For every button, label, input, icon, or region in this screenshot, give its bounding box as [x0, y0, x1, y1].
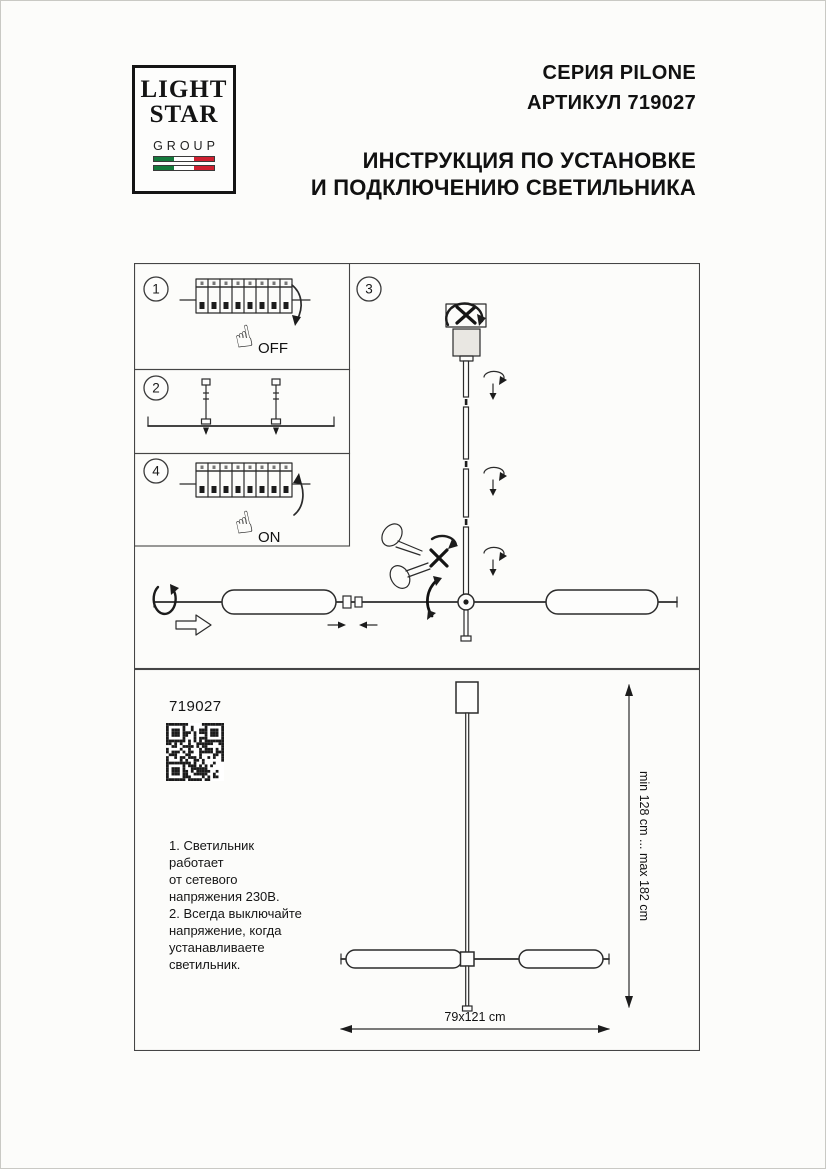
note-line: напряжение, когда: [169, 923, 282, 938]
note-line: устанавливаете: [169, 940, 265, 955]
mounting-bracket-diagram: [147, 378, 335, 435]
qr-modules: [166, 723, 224, 781]
step1-badge: 1: [143, 276, 169, 302]
product-article: 719027: [169, 698, 222, 715]
instruction-title-line2: И ПОДКЛЮЧЕНИЮ СВЕТИЛЬНИКА: [310, 175, 696, 200]
article-title: АРТИКУЛ 719027: [526, 92, 696, 114]
width-dimension: 79x121 cm: [340, 1010, 610, 1033]
step2-badge: 2: [143, 375, 169, 401]
instruction-title-line1: ИНСТРУКЦИЯ ПО УСТАНОВКЕ: [362, 148, 696, 173]
logo-word-group: GROUP: [153, 139, 219, 153]
pointing-hand-icon: ☝: [231, 505, 256, 543]
fixture-assembly-diagram: [152, 302, 678, 642]
height-dimension: min 128 cm ... max 182 cm: [625, 684, 651, 1008]
width-dimension-label: 79x121 cm: [444, 1010, 505, 1024]
logo-word-star: STAR: [149, 100, 219, 128]
height-dimension-label: min 128 cm ... max 182 cm: [637, 771, 651, 921]
hands-tightening-icon: [381, 523, 458, 589]
italian-flag-stripe: [153, 156, 215, 162]
pendant-fixture-drawing: [340, 681, 610, 1012]
svg-text:1: 1: [152, 282, 160, 297]
pointing-hand-icon: ☝: [231, 319, 256, 357]
breaker-panel-on-diagram: ☝ ON: [179, 462, 311, 546]
lightstar-logo: LIGHT STAR GROUP: [132, 65, 236, 194]
installation-steps-diagram: 1 2 4 3 ☝ OFF: [134, 263, 700, 669]
svg-text:4: 4: [152, 464, 160, 479]
svg-text:3: 3: [365, 282, 373, 297]
step4-badge: 4: [143, 458, 169, 484]
note-line: 1. Светильник: [169, 838, 255, 853]
safety-notes: 1. Светильник работает от сетевого напря…: [169, 837, 302, 973]
off-label: OFF: [258, 340, 288, 357]
breaker-panel-off-diagram: ☝ OFF: [179, 278, 311, 357]
note-line: от сетевого: [169, 872, 238, 887]
dimensions-diagram: min 128 cm ... max 182 cm 79x121 cm: [134, 669, 700, 1051]
svg-text:2: 2: [152, 381, 160, 396]
series-title: СЕРИЯ PILONE: [542, 62, 696, 84]
instruction-title: ИНСТРУКЦИЯ ПО УСТАНОВКЕ И ПОДКЛЮЧЕНИЮ СВ…: [311, 147, 696, 201]
note-line: 2. Всегда выключайте: [169, 906, 302, 921]
qr-code: [166, 723, 224, 781]
note-line: светильник.: [169, 957, 241, 972]
on-label: ON: [258, 529, 281, 546]
header-text-block: СЕРИЯ PILONE АРТИКУЛ 719027 ИНСТРУКЦИЯ П…: [311, 61, 696, 201]
step3-badge: 3: [356, 276, 382, 302]
italian-flag-stripe: [153, 165, 215, 171]
note-line: работает: [169, 855, 224, 870]
note-line: напряжения 230В.: [169, 889, 280, 904]
logo-word-light: LIGHT: [140, 76, 228, 103]
